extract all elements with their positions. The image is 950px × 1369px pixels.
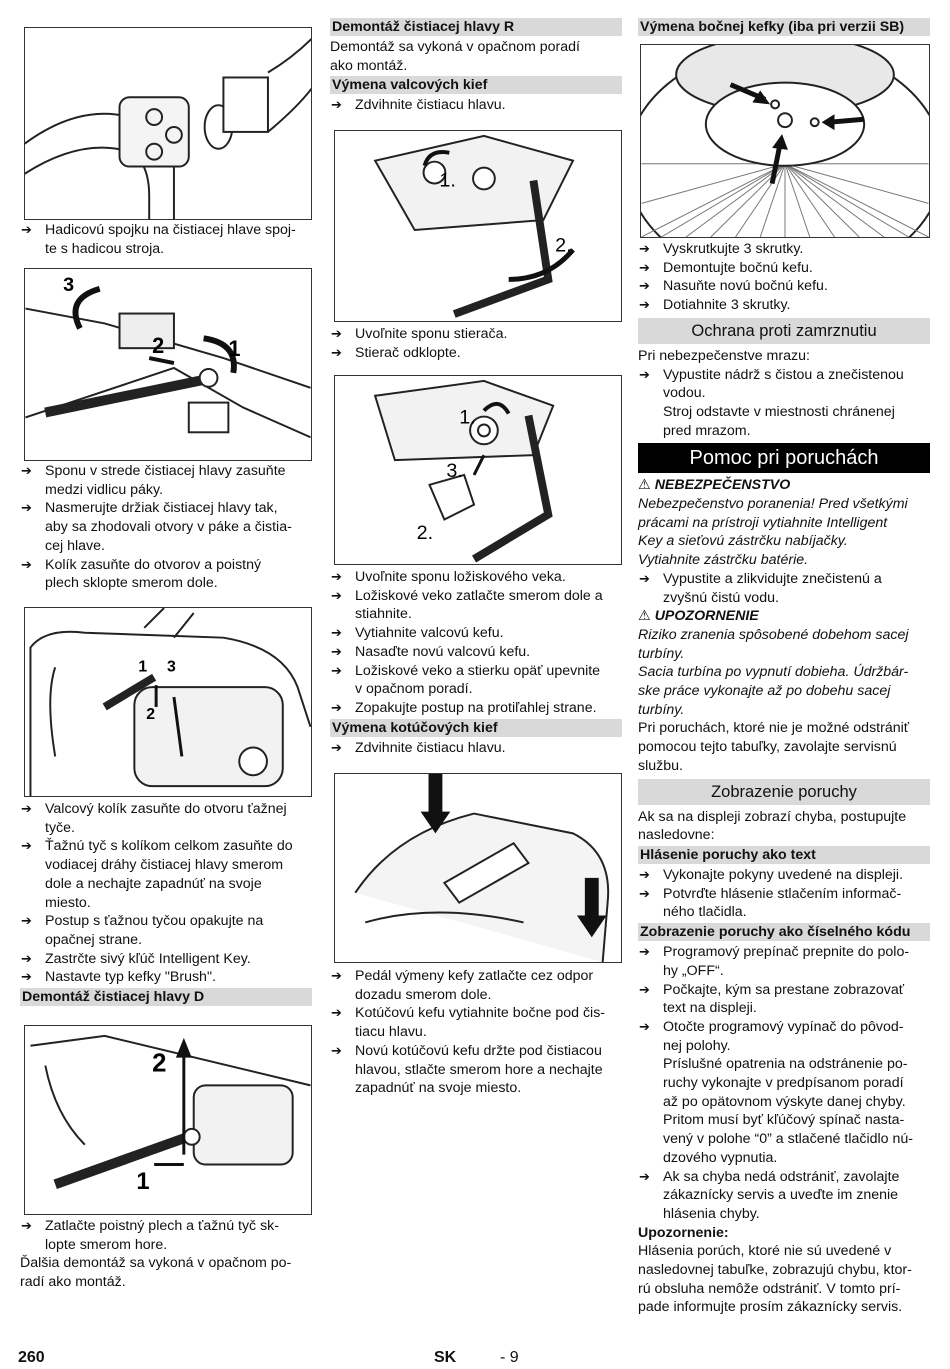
step-unscrew-3-screws: Vyskrutkujte 3 skrutky.	[638, 240, 930, 259]
figure-side-brush	[640, 44, 930, 238]
para-frost: Pri nebezpečenstve mrazu:	[638, 347, 810, 364]
heading-fault-display: Zobrazenie poruchy	[638, 778, 930, 805]
fig6-label-3: 3.	[446, 460, 462, 482]
column-1: Hadicovú spojku na čistiacej hlave spoj-…	[20, 0, 312, 1369]
step-drain-water: Vypustite a zlikvidujte znečistenú azvyš…	[638, 570, 930, 607]
figure-clip-mounting: 3 2 1	[24, 268, 312, 461]
fig6-label-1: 1.	[459, 406, 475, 428]
step-release-squeegee-clip: Uvoľnite sponu stierača.	[330, 325, 622, 344]
fig5-label-1: 1.	[439, 169, 456, 191]
step-set-brush: Nastavte typ kefky "Brush".	[20, 968, 312, 987]
step-wait-display: Počkajte, kým sa prestane zobrazovaťtext…	[638, 981, 930, 1018]
heading-fault-as-code: Zobrazenie poruchy ako číselného kódu	[638, 923, 930, 942]
step-insert-roller: Nasaďte novú valcovú kefu.	[330, 643, 622, 662]
fig4-label-1: 1	[136, 1169, 149, 1195]
step-confirm-info: Potvrďte hlásenie stlačením informač-néh…	[638, 885, 930, 922]
fig6-label-2: 2.	[417, 522, 433, 544]
warning-triangle-icon: ⚠	[638, 608, 651, 625]
fig3-label-2: 2	[146, 706, 155, 723]
step-release-bearing-clip: Uvoľnite sponu ložiskového veka.	[330, 568, 622, 587]
step-repeat-rod: Postup s ťažnou tyčou opakujte naopačnej…	[20, 912, 312, 949]
section-page: - 9	[500, 1349, 519, 1366]
fig2-label-3: 3	[63, 274, 74, 296]
step-refasten-cover: Ložiskové veko a stierku opäť upevnitev …	[330, 662, 622, 699]
step-turn-switch-back: Otočte programový vypínač do pôvod-nej p…	[638, 1018, 930, 1055]
fig2-label-2: 2	[152, 333, 164, 358]
para-fault-display: Ak sa na displeji zobrazí chyba, postupu…	[638, 808, 907, 844]
step-push-plate: Zatlačte poistný plech a ťažnú tyč sk-lo…	[20, 1217, 312, 1254]
step-repeat-side: Zopakujte postup na protiľahlej strane.	[330, 699, 622, 718]
warning-caution: ⚠ UPOZORNENIE	[638, 608, 759, 625]
heading-replace-side-brush: Výmena bočnej kefky (iba pri verzii SB)	[638, 18, 930, 36]
step-switch-off: Programový prepínač prepnite do polo-hy …	[638, 943, 930, 980]
figure-remove-head-d: 2 1	[24, 1025, 312, 1215]
heading-troubleshooting: Pomoc pri poruchách	[638, 443, 930, 474]
figure-disc-brush-pedal	[334, 773, 622, 963]
heading-frost-protection: Ochrana proti zamrznutiu	[638, 317, 930, 344]
step-remove-side-brush: Demontujte bočnú kefu.	[638, 259, 930, 278]
column-3: Výmena bočnej kefky (iba pri verzii SB)	[638, 0, 930, 1369]
step-insert-roll-pin: Valcový kolík zasuňte do otvoru ťažnejty…	[20, 800, 312, 837]
warning-danger: ⚠ NEBEZPEČENSTVO	[638, 477, 791, 494]
fig3-label-1: 1	[138, 658, 147, 675]
step-press-pedal: Pedál výmeny kefy zatlačte cez odpordoza…	[330, 967, 622, 1004]
step-align-holder: Nasmerujte držiak čistiacej hlavy tak,ab…	[20, 499, 312, 555]
step-insert-clip: Sponu v strede čistiacej hlavy zasuňteme…	[20, 462, 312, 499]
page-number: 260	[18, 1349, 45, 1366]
heading-remove-head-d: Demontáž čistiacej hlavy D	[20, 988, 312, 1007]
step-pull-roller: Vytiahnite valcovú kefu.	[330, 624, 622, 643]
step-tighten-screws: Dotiahnite 3 skrutky.	[638, 296, 930, 315]
para-reverse-order: Ďalšia demontáž sa vykoná v opačnom po-r…	[20, 1255, 292, 1291]
figure-bearing-cover: 1. 3. 2.	[334, 375, 622, 565]
step-fold-squeegee: Stierač odklopte.	[330, 344, 622, 363]
figure-pull-rod: 1 3 2	[24, 607, 312, 797]
step-follow-display: Vykonajte pokyny uvedené na displeji.	[638, 866, 930, 885]
step-insert-pin: Kolík zasuňte do otvorov a poistnýplech …	[20, 556, 312, 593]
step-call-service: Ak sa chyba nedá odstrániť, zavolajtezák…	[638, 1168, 930, 1224]
step-insert-key: Zastrčte sivý kľúč Intelligent Key.	[20, 950, 312, 969]
fig5-label-2: 2.	[555, 235, 572, 257]
step-connect-hose: Hadicovú spojku na čistiacej hlave spoj-…	[20, 221, 312, 258]
fig2-label-1: 1	[228, 336, 240, 361]
column-2: Demontáž čistiacej hlavy R Demontáž sa v…	[330, 0, 622, 1369]
figure-hose-coupling	[24, 27, 312, 220]
step-lift-head-2: Zdvihnite čistiacu hlavu.	[330, 739, 622, 758]
figure-squeegee: 1. 2.	[334, 130, 622, 322]
step-fit-side-brush: Nasuňte novú bočnú kefu.	[638, 277, 930, 296]
fig4-label-2: 2	[152, 1050, 166, 1078]
fig3-label-3: 3	[167, 658, 176, 675]
heading-fault-as-text: Hlásenie poruchy ako text	[638, 845, 930, 864]
step-drain-tanks: Vypustite nádrž s čistou a znečistenouvo…	[638, 366, 930, 403]
warning-triangle-icon: ⚠	[638, 477, 651, 494]
step-pull-disc: Kotúčovú kefu vytiahnite bočne pod čis-t…	[330, 1004, 622, 1041]
step-push-rod: Ťažnú tyč s kolíkom celkom zasuňte dovod…	[20, 837, 312, 912]
step-push-bearing-cover: Ložiskové veko zatlačte smerom dole asti…	[330, 587, 622, 624]
heading-replace-disc-brushes: Výmena kotúčových kief	[330, 718, 622, 737]
step-lift-head: Zdvihnite čistiacu hlavu.	[330, 96, 622, 115]
para-service: Pri poruchách, ktoré nie je možné odstrá…	[638, 720, 910, 774]
language-code: SK	[434, 1349, 457, 1366]
step-insert-disc: Novú kotúčovú kefu držte pod čistiacouhl…	[330, 1042, 622, 1098]
para-code-measures: Príslušné opatrenia na odstránenie po-ru…	[663, 1056, 913, 1166]
heading-replace-roller-brushes: Výmena valcových kief	[330, 76, 622, 95]
note-heading: Upozornenie:	[638, 1224, 729, 1241]
heading-remove-head-r: Demontáž čistiacej hlavy R	[330, 18, 622, 36]
